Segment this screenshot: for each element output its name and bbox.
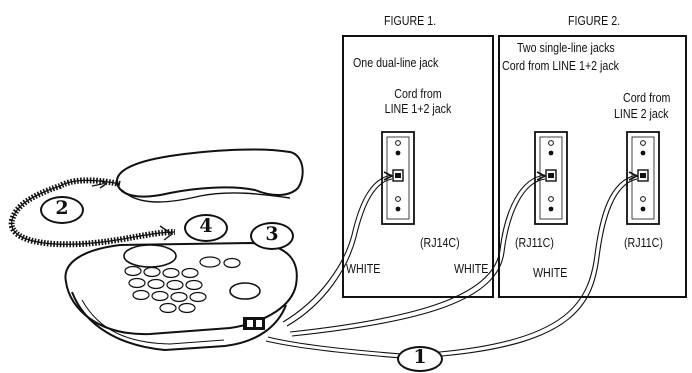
figure1-cord-line2: LINE 1+2 jack bbox=[384, 101, 452, 116]
figure2-wire2-label: WHITE bbox=[533, 265, 568, 280]
figure2-jack1-label: (RJ11C) bbox=[515, 235, 554, 250]
figure2-title-line2: Cord from LINE 1+2 jack bbox=[502, 58, 620, 73]
handset-cord-plug-bottom bbox=[159, 225, 174, 241]
step-4-badge: 4 bbox=[184, 214, 228, 242]
figure1-cord-line1: Cord from bbox=[394, 86, 442, 101]
coiled-handset-cord bbox=[8, 177, 176, 248]
step-1-badge: 1 bbox=[397, 346, 443, 372]
figure1-title: One dual-line jack bbox=[353, 55, 439, 70]
step-3-number: 3 bbox=[265, 223, 279, 245]
figure2-jack2-label: (RJ11C) bbox=[624, 235, 663, 250]
figure2-wire1-label: WHITE bbox=[454, 261, 489, 276]
jack-plate-rj11c-right bbox=[626, 131, 660, 225]
figure1-box bbox=[342, 35, 494, 298]
figure2-cord-line2: LINE 2 jack bbox=[614, 106, 669, 121]
cord-figure2-left bbox=[289, 171, 547, 337]
figure1-heading: FIGURE 1. bbox=[384, 13, 437, 28]
step-3-badge: 3 bbox=[250, 222, 294, 250]
figure2-box bbox=[498, 35, 687, 298]
jack-plate-rj14c bbox=[381, 131, 415, 225]
figure1-jack-label: (RJ14C) bbox=[420, 235, 460, 250]
cord-figure1 bbox=[282, 171, 394, 327]
step-1-number: 1 bbox=[413, 346, 427, 368]
handset-cord-plug-top bbox=[91, 179, 108, 189]
handset bbox=[115, 148, 304, 203]
phone-base bbox=[64, 241, 298, 352]
step-2-number: 2 bbox=[55, 197, 69, 219]
figure1-wire-label: WHITE bbox=[346, 261, 381, 276]
step-4-number: 4 bbox=[199, 215, 213, 237]
figure2-title-line1: Two single-line jacks bbox=[517, 40, 615, 55]
figure2-cord-line1: Cord from bbox=[623, 90, 671, 105]
figure2-heading: FIGURE 2. bbox=[568, 13, 621, 28]
step-2-badge: 2 bbox=[40, 196, 84, 224]
cord-figure2-right bbox=[439, 171, 639, 357]
